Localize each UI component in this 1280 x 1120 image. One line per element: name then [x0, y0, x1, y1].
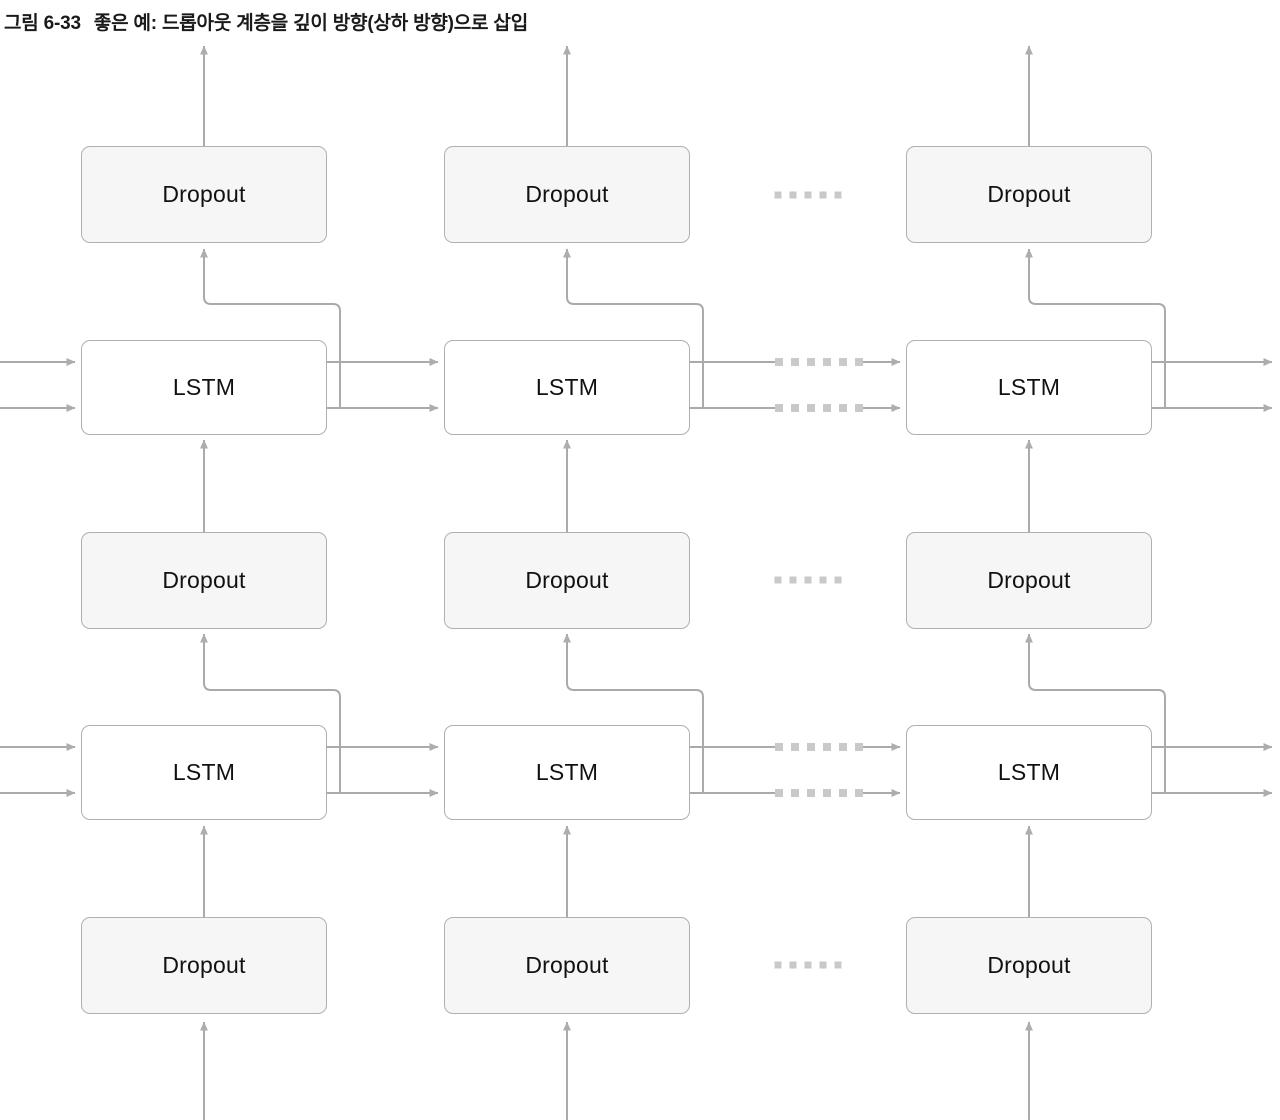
figure-caption-text: 좋은 예: 드롭아웃 계층을 깊이 방향(상하 방향)으로 삽입	[93, 13, 528, 34]
ellipsis-lstm-lower-cell	[775, 789, 863, 797]
node-dropout-bottom-col2[interactable]: Dropout	[444, 917, 690, 1014]
node-dropout-top-col1[interactable]: Dropout	[81, 146, 327, 243]
ellipsis-lstm-lower-hidden	[775, 743, 863, 751]
node-dropout-bottom-col1[interactable]: Dropout	[81, 917, 327, 1014]
node-lstm-lower-col2[interactable]: LSTM	[444, 725, 690, 820]
ellipsis-lstm-upper-hidden	[775, 358, 863, 366]
node-lstm-upper-col2[interactable]: LSTM	[444, 340, 690, 435]
node-dropout-top-col3[interactable]: Dropout	[906, 146, 1152, 243]
node-dropout-middle-col2[interactable]: Dropout	[444, 532, 690, 629]
ellipsis-dropout-middle	[774, 576, 842, 584]
node-dropout-middle-col3[interactable]: Dropout	[906, 532, 1152, 629]
ellipsis-dropout-top	[774, 191, 842, 199]
node-lstm-upper-col3[interactable]: LSTM	[906, 340, 1152, 435]
node-dropout-top-col2[interactable]: Dropout	[444, 146, 690, 243]
node-dropout-bottom-col3[interactable]: Dropout	[906, 917, 1152, 1014]
node-lstm-lower-col3[interactable]: LSTM	[906, 725, 1152, 820]
ellipsis-dropout-bottom	[774, 961, 842, 969]
node-lstm-upper-col1[interactable]: LSTM	[81, 340, 327, 435]
node-dropout-middle-col1[interactable]: Dropout	[81, 532, 327, 629]
figure-number: 그림 6-33	[4, 13, 81, 34]
ellipsis-lstm-upper-cell	[775, 404, 863, 412]
figure-caption: 그림 6-33 좋은 예: 드롭아웃 계층을 깊이 방향(상하 방향)으로 삽입	[4, 8, 528, 35]
node-lstm-lower-col1[interactable]: LSTM	[81, 725, 327, 820]
